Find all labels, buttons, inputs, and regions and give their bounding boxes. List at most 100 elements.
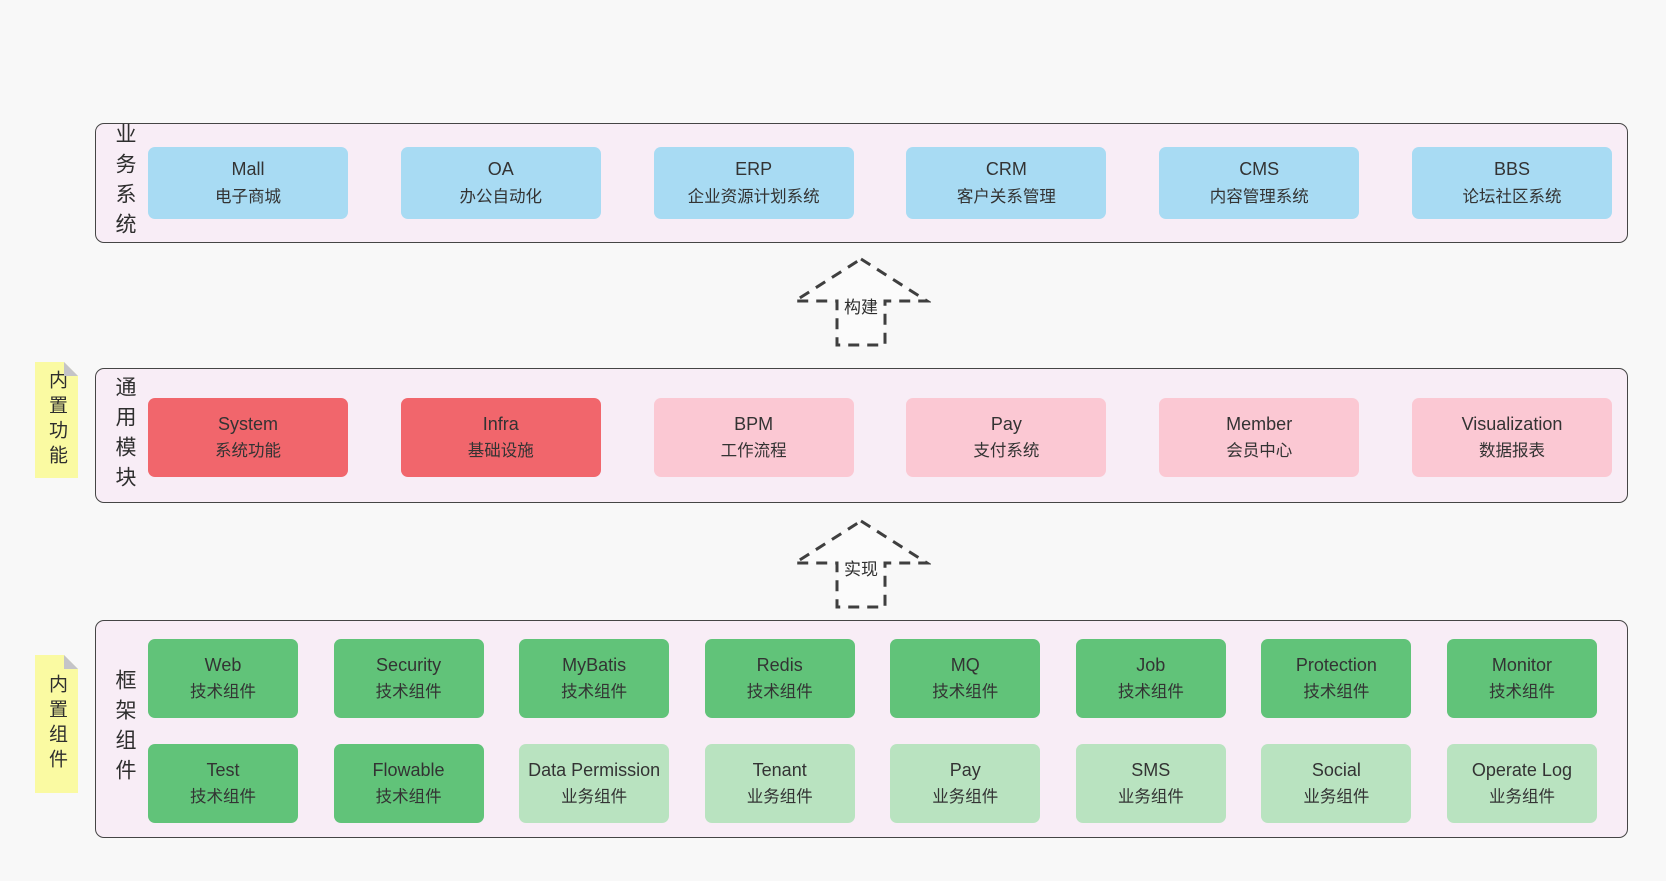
- box-title: Tenant: [752, 759, 807, 780]
- framework-components-row-2: Test 技术组件 Flowable 技术组件 Data Permission …: [148, 744, 1597, 823]
- box-title: Pay: [990, 413, 1022, 434]
- box-web: Web 技术组件: [148, 639, 298, 718]
- box-subtitle: 企业资源计划系统: [687, 187, 820, 206]
- business-systems-label: 业务系统: [113, 123, 136, 243]
- box-system: System 系统功能: [148, 398, 348, 477]
- box-subtitle: 论坛社区系统: [1462, 187, 1562, 206]
- box-title: BPM: [734, 413, 774, 434]
- framework-components-row-1: Web 技术组件 Security 技术组件 MyBatis 技术组件 Redi…: [148, 639, 1597, 718]
- box-pay-module: Pay 支付系统: [906, 398, 1107, 477]
- box-security: Security 技术组件: [333, 639, 484, 718]
- common-modules-label: 通用模块: [113, 375, 136, 496]
- box-title: Member: [1226, 413, 1293, 434]
- box-subtitle: 技术组件: [561, 683, 628, 702]
- box-subtitle: 会员中心: [1226, 442, 1293, 461]
- box-title: Monitor: [1491, 654, 1552, 675]
- built-in-components-note-label: 内置组件: [46, 674, 67, 774]
- box-title: Security: [376, 654, 442, 675]
- box-test: Test 技术组件: [148, 744, 298, 823]
- box-crm: CRM 客户关系管理: [906, 147, 1107, 219]
- box-subtitle: 办公自动化: [459, 187, 543, 206]
- box-title: BBS: [1493, 159, 1530, 180]
- box-title: OA: [487, 159, 514, 180]
- box-subtitle: 业务组件: [1117, 788, 1184, 807]
- box-bpm: BPM 工作流程: [653, 398, 854, 477]
- box-subtitle: 业务组件: [1303, 788, 1370, 807]
- box-cms: CMS 内容管理系统: [1159, 147, 1360, 219]
- box-protection: Protection 技术组件: [1261, 639, 1412, 718]
- note-fold-corner-icon: [64, 655, 78, 669]
- box-redis: Redis 技术组件: [704, 639, 855, 718]
- build-arrow: 构建: [791, 256, 931, 348]
- box-bbs: BBS 论坛社区系统: [1411, 147, 1612, 219]
- box-title: Data Permission: [528, 759, 661, 780]
- box-subtitle: 技术组件: [190, 788, 256, 807]
- box-title: CRM: [985, 159, 1027, 180]
- box-mybatis: MyBatis 技术组件: [519, 639, 670, 718]
- box-subtitle: 支付系统: [973, 442, 1040, 461]
- common-modules-container: 通用模块 System 系统功能 Infra 基础设施 BPM 工作流程 Pay…: [95, 368, 1628, 503]
- box-mall: Mall 电子商城: [148, 147, 348, 219]
- box-title: Test: [206, 759, 240, 780]
- box-subtitle: 数据报表: [1478, 442, 1545, 461]
- box-subtitle: 业务组件: [932, 788, 999, 807]
- box-title: Operate Log: [1471, 759, 1572, 780]
- box-title: Protection: [1295, 654, 1377, 675]
- box-mq: MQ 技术组件: [890, 639, 1041, 718]
- box-subtitle: 基础设施: [467, 442, 534, 461]
- box-subtitle: 业务组件: [561, 788, 628, 807]
- box-data-permission: Data Permission 业务组件: [519, 744, 670, 823]
- box-oa: OA 办公自动化: [400, 147, 601, 219]
- business-systems-row: Mall 电子商城 OA 办公自动化 ERP 企业资源计划系统 CRM 客户关系…: [148, 147, 1612, 219]
- box-title: MQ: [950, 654, 980, 675]
- box-member: Member 会员中心: [1159, 398, 1360, 477]
- box-subtitle: 工作流程: [720, 442, 787, 461]
- box-flowable: Flowable 技术组件: [333, 744, 484, 823]
- box-job: Job 技术组件: [1075, 639, 1226, 718]
- box-subtitle: 系统功能: [215, 442, 281, 461]
- box-tenant: Tenant 业务组件: [704, 744, 855, 823]
- box-subtitle: 技术组件: [746, 683, 813, 702]
- box-title: Redis: [756, 654, 803, 675]
- box-title: Visualization: [1461, 413, 1563, 434]
- framework-components-container: 框架组件 Web 技术组件 Security 技术组件 MyBatis 技术组件…: [95, 620, 1628, 838]
- box-title: SMS: [1131, 759, 1171, 780]
- box-pay-component: Pay 业务组件: [890, 744, 1041, 823]
- box-subtitle: 技术组件: [1303, 683, 1370, 702]
- note-fold-corner-icon: [64, 362, 78, 376]
- box-operate-log: Operate Log 业务组件: [1446, 744, 1597, 823]
- box-title: ERP: [735, 159, 773, 180]
- framework-components-label: 框架组件: [113, 669, 136, 789]
- box-subtitle: 技术组件: [375, 788, 442, 807]
- box-subtitle: 业务组件: [746, 788, 813, 807]
- built-in-features-note: 内置功能: [35, 362, 78, 478]
- box-title: MyBatis: [562, 654, 627, 675]
- business-systems-container: 业务系统 Mall 电子商城 OA 办公自动化 ERP 企业资源计划系统 CRM…: [95, 123, 1628, 243]
- common-modules-row: System 系统功能 Infra 基础设施 BPM 工作流程 Pay 支付系统…: [148, 398, 1612, 477]
- box-title: Web: [204, 654, 242, 675]
- implement-arrow-label: 实现: [841, 554, 881, 581]
- box-infra: Infra 基础设施: [400, 398, 601, 477]
- box-erp: ERP 企业资源计划系统: [653, 147, 854, 219]
- box-subtitle: 内容管理系统: [1209, 187, 1309, 206]
- build-arrow-label: 构建: [841, 292, 881, 319]
- box-title: Mall: [231, 159, 265, 180]
- box-title: System: [217, 413, 278, 434]
- box-subtitle: 技术组件: [375, 683, 442, 702]
- built-in-features-note-label: 内置功能: [46, 370, 67, 470]
- box-subtitle: 技术组件: [190, 683, 256, 702]
- box-social: Social 业务组件: [1261, 744, 1412, 823]
- box-monitor: Monitor 技术组件: [1446, 639, 1597, 718]
- box-subtitle: 客户关系管理: [956, 187, 1056, 206]
- box-subtitle: 业务组件: [1488, 788, 1555, 807]
- box-sms: SMS 业务组件: [1075, 744, 1226, 823]
- box-subtitle: 技术组件: [932, 683, 999, 702]
- box-title: Pay: [949, 759, 981, 780]
- box-subtitle: 技术组件: [1117, 683, 1184, 702]
- implement-arrow: 实现: [791, 518, 931, 610]
- box-title: Flowable: [372, 759, 445, 780]
- box-title: Social: [1311, 759, 1361, 780]
- box-subtitle: 电子商城: [215, 187, 281, 206]
- box-title: Job: [1136, 654, 1166, 675]
